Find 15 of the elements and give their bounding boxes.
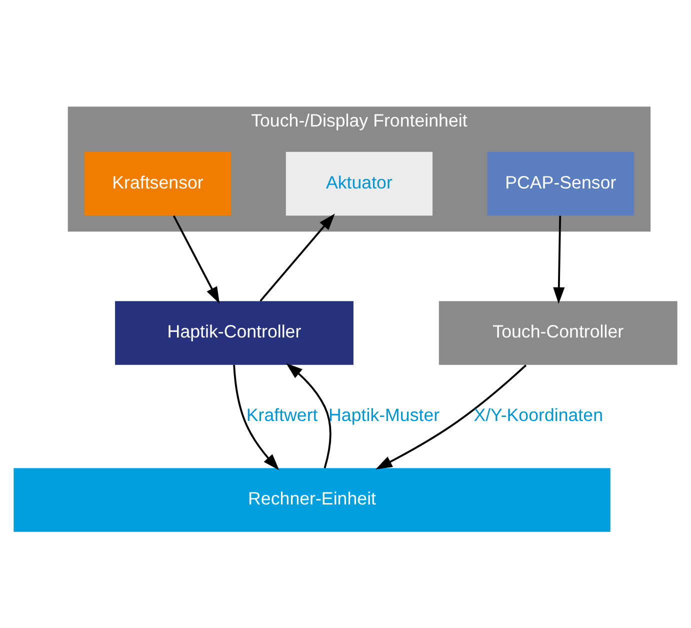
node-box: Haptik-Controller	[115, 300, 354, 364]
arrow	[376, 364, 527, 469]
arrow	[172, 214, 220, 304]
node-box: PCAP-Sensor	[487, 151, 634, 216]
node-box: Aktuator	[286, 151, 433, 216]
node-box: Kraftsensor	[84, 151, 232, 216]
edge-label: Haptik-Muster	[328, 404, 440, 425]
node-box: Rechner-Einheit	[14, 468, 610, 532]
arrow	[286, 362, 332, 468]
arrow	[260, 213, 335, 302]
node-box: Touch-Controller	[438, 300, 678, 364]
arrow	[553, 215, 565, 304]
edge-label: X/Y-Koordinaten	[474, 404, 604, 425]
edge-label: Kraftwert	[246, 404, 318, 425]
arrow	[233, 364, 280, 470]
